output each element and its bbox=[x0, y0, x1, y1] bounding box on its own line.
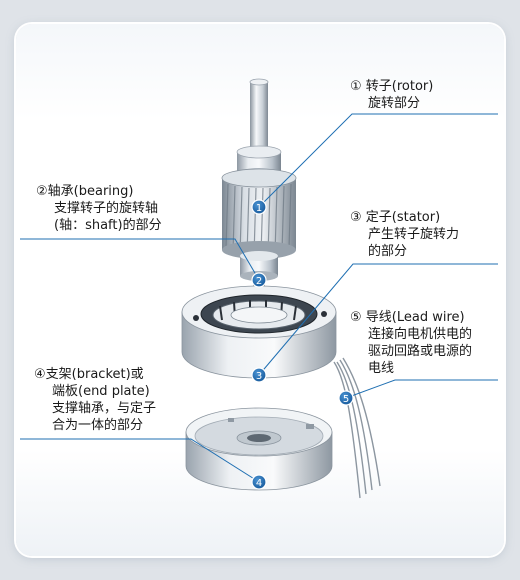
callout-title: 导线(Lead wire) bbox=[365, 310, 465, 325]
callout-stator: ③ 定子(stator) 产生转子旋转力 的部分 bbox=[350, 209, 459, 260]
svg-text:5: 5 bbox=[343, 394, 349, 405]
callout-lead-wire: ⑤ 导线(Lead wire) 连接向电机供电的 驱动回路或电源的 电线 bbox=[350, 309, 472, 377]
callout-title: 转子(rotor) bbox=[365, 79, 434, 94]
leader-line-bearing bbox=[20, 238, 260, 281]
svg-text:2: 2 bbox=[256, 276, 262, 287]
callout-bearing: ②轴承(bearing) 支撑转子的旋转轴 (轴：shaft)的部分 bbox=[36, 183, 162, 234]
callout-description: 驱动回路或电源的 bbox=[368, 344, 473, 359]
callout-title: 支架(bracket)或 bbox=[45, 367, 144, 382]
svg-text:1: 1 bbox=[256, 203, 262, 214]
leader-lines bbox=[20, 113, 498, 483]
callout-title: 定子(stator) bbox=[365, 210, 441, 225]
marker-1: 1 bbox=[251, 199, 267, 215]
callout-title: 轴承(bearing) bbox=[47, 184, 134, 199]
callout-description: 产生转子旋转力 bbox=[368, 227, 460, 242]
callout-number: ④ bbox=[34, 367, 46, 382]
bracket bbox=[185, 407, 333, 491]
marker-4: 4 bbox=[251, 474, 267, 490]
stator bbox=[181, 285, 337, 379]
callout-number: ③ bbox=[350, 210, 362, 225]
callout-number: ② bbox=[36, 184, 48, 199]
callout-description: 支撑轴承，与定子 bbox=[52, 401, 157, 416]
leader-line-stator bbox=[258, 263, 498, 376]
callout-description: 连接向电机供电的 bbox=[368, 327, 473, 342]
leader-line-lead-wire bbox=[345, 379, 498, 399]
leader-line-bracket bbox=[20, 438, 260, 483]
marker-5: 5 bbox=[338, 390, 354, 406]
callout-description: (轴：shaft)的部分 bbox=[54, 218, 162, 233]
svg-text:4: 4 bbox=[256, 478, 262, 489]
marker-2: 2 bbox=[251, 272, 267, 288]
callout-rotor: ① 转子(rotor) 旋转部分 bbox=[350, 78, 433, 112]
leader-line-rotor bbox=[258, 113, 498, 208]
callout-number: ① bbox=[350, 79, 362, 94]
callout-description: 的部分 bbox=[368, 244, 408, 259]
callout-description: 合为一体的部分 bbox=[52, 418, 144, 433]
callout-description: 支撑转子的旋转轴 bbox=[54, 201, 159, 216]
svg-text:3: 3 bbox=[256, 371, 262, 382]
callout-number: ⑤ bbox=[350, 310, 362, 325]
lead-wires bbox=[333, 357, 381, 499]
callout-description: 旋转部分 bbox=[368, 96, 421, 111]
callout-description: 端板(end plate) bbox=[52, 384, 150, 399]
marker-3: 3 bbox=[251, 367, 267, 383]
callout-bracket: ④支架(bracket)或 端板(end plate) 支撑轴承，与定子 合为一… bbox=[34, 366, 156, 434]
callout-description: 电线 bbox=[368, 361, 395, 376]
